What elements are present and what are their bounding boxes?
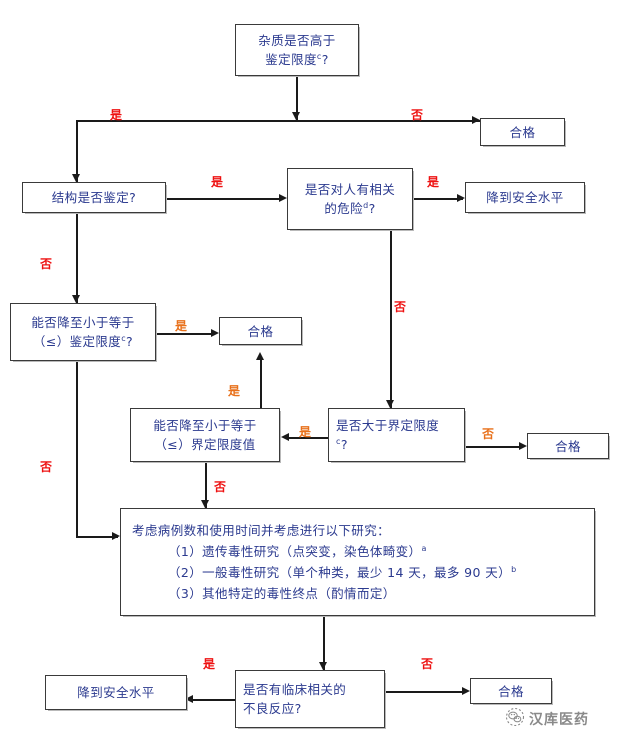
node-label: 结构是否鉴定? <box>51 190 137 205</box>
node-line: （2）一般毒性研究（单个种类，最少 14 天，最多 90 天）b <box>168 564 517 580</box>
edge-label-yes-reduce-qual-up: 是 <box>228 384 241 398</box>
node-line: 是否有临床相关的 <box>243 682 347 697</box>
node-line: 考虑病例数和使用时间并考虑进行以下研究： <box>132 523 391 538</box>
wechat-icon <box>505 707 525 731</box>
arrowhead-reduce-qual-down <box>201 500 209 508</box>
connector-adverse-to-qualified <box>385 691 465 693</box>
node-line: 能否降至小于等于 <box>153 418 257 433</box>
node-line: 鉴定限度c? <box>265 51 329 67</box>
edge-label-yes-reduce-to-qualified: 是 <box>175 319 188 333</box>
node-reduce-to-safe-level-bottom: 降到安全水平 <box>45 675 188 711</box>
edge-label-yes-adverse-to-safe: 是 <box>203 657 216 671</box>
node-label: 降到安全水平 <box>77 685 155 700</box>
node-clinically-relevant-adverse-reaction: 是否有临床相关的 不良反应? <box>235 670 386 729</box>
node-reduce-below-qualification-threshold: 能否降至小于等于 （≤）界定限度值 <box>130 408 281 463</box>
arrowhead-into-studies-left <box>112 532 120 540</box>
arrowhead-to-qualified-bottom <box>462 687 470 695</box>
connector-above-qual-to-reduce <box>288 437 330 439</box>
footnote-marker: c <box>336 436 341 446</box>
watermark: 汉库医药 <box>505 707 589 731</box>
node-line: （3）其他特定的毒性终点（酌情而定） <box>168 586 396 601</box>
node-qualified-middle: 合格 <box>219 317 303 346</box>
node-label: 合格 <box>509 124 536 140</box>
node-qualified-right: 合格 <box>527 433 610 460</box>
node-label: 降到安全水平 <box>486 190 564 205</box>
connector-reduce-to-qualified <box>156 333 214 335</box>
node-line: （1）遗传毒性研究（点突变，染色体畸变）a <box>168 543 427 559</box>
node-structure-identified: 结构是否鉴定? <box>22 182 167 214</box>
node-line: 杂质是否高于 <box>258 33 336 48</box>
connector-above-qual-to-qualified <box>465 446 522 448</box>
node-line: c? <box>336 436 348 452</box>
node-reduce-to-safe-level-top: 降到安全水平 <box>465 182 586 214</box>
edge-label-no-to-qualified: 否 <box>411 108 424 122</box>
connector-to-structure-box <box>76 120 78 182</box>
node-line: 不良反应? <box>243 701 302 716</box>
node-line: 是否大于界定限度 <box>336 418 440 433</box>
arrowhead-to-qualified-right <box>519 442 527 450</box>
node-label: 合格 <box>247 323 274 339</box>
connector-reduce-down-to-studies <box>76 536 118 538</box>
edge-label-no-adverse-to-qualified: 否 <box>421 657 434 671</box>
watermark-text: 汉库医药 <box>529 712 589 728</box>
arrowhead-studies-down <box>319 662 327 670</box>
arrowhead-reduce-qual-up <box>256 352 264 360</box>
arrowhead-to-structure <box>72 174 80 182</box>
connector-risk-to-safe-level <box>413 198 463 200</box>
footnote-marker: b <box>511 564 517 574</box>
node-above-qualification-threshold: 是否大于界定限度 c? <box>328 408 466 463</box>
node-relevant-human-risk: 是否对人有相关 的危险d? <box>287 168 414 231</box>
node-qualified-top: 合格 <box>480 118 566 147</box>
footnote-marker: c <box>316 51 322 61</box>
arrowhead-reduce-to-qualified <box>211 329 219 337</box>
edge-label-no-reduce-qual-down: 否 <box>214 480 227 494</box>
arrowhead-to-safe-level <box>457 194 465 202</box>
connector-risk-down <box>390 230 392 408</box>
connector-reduce-qual-up <box>260 357 262 408</box>
edge-label-no-reduce-down: 否 <box>40 460 53 474</box>
footnote-marker: a <box>421 543 427 553</box>
node-label: 合格 <box>498 683 524 699</box>
node-line: 是否对人有相关 <box>304 182 396 197</box>
edge-label-yes-above-qual-left: 是 <box>299 425 312 439</box>
node-line: 的危险d? <box>324 200 376 216</box>
connector-structure-down <box>76 213 78 303</box>
arrowhead-n1-down <box>292 112 300 120</box>
edge-label-yes-to-structure: 是 <box>110 108 123 122</box>
arrowhead-structure-down <box>72 295 80 303</box>
arrowhead-to-qualified-top <box>472 116 480 124</box>
node-line: （≤）鉴定限度c? <box>32 333 134 349</box>
edge-label-no-above-qual-right: 否 <box>482 427 495 441</box>
connector-reduce-qual-down <box>205 462 207 508</box>
arrowhead-to-reduce-qual <box>281 433 289 441</box>
edge-label-yes-to-safe-level: 是 <box>427 175 440 189</box>
node-qualified-bottom: 合格 <box>470 678 553 705</box>
connector-studies-down <box>323 616 325 670</box>
connector-branch-horizontal <box>76 120 480 122</box>
footnote-marker: d <box>363 200 369 210</box>
arrowhead-to-risk <box>279 194 287 202</box>
edge-label-no-structure-down: 否 <box>40 257 53 271</box>
connector-n1-down <box>296 76 298 120</box>
node-reduce-below-identification-threshold: 能否降至小于等于 （≤）鉴定限度c? <box>10 303 157 362</box>
node-toxicity-studies: 考虑病例数和使用时间并考虑进行以下研究： （1）遗传毒性研究（点突变，染色体畸变… <box>120 508 596 617</box>
connector-adverse-to-safe-level <box>192 699 237 701</box>
node-label: 合格 <box>555 438 581 454</box>
connector-reduce-down <box>76 361 78 536</box>
edge-label-no-risk-down: 否 <box>394 300 407 314</box>
edge-label-yes-to-risk: 是 <box>211 175 224 189</box>
node-line: 能否降至小于等于 <box>31 315 135 330</box>
connector-structure-to-risk <box>166 198 282 200</box>
footnote-marker: c <box>121 333 127 343</box>
arrowhead-to-safe-level-bottom <box>185 695 193 703</box>
node-line: （≤）界定限度值 <box>154 437 256 452</box>
node-impurity-above-identification-threshold: 杂质是否高于 鉴定限度c? <box>235 24 360 77</box>
arrowhead-risk-down <box>386 400 394 408</box>
